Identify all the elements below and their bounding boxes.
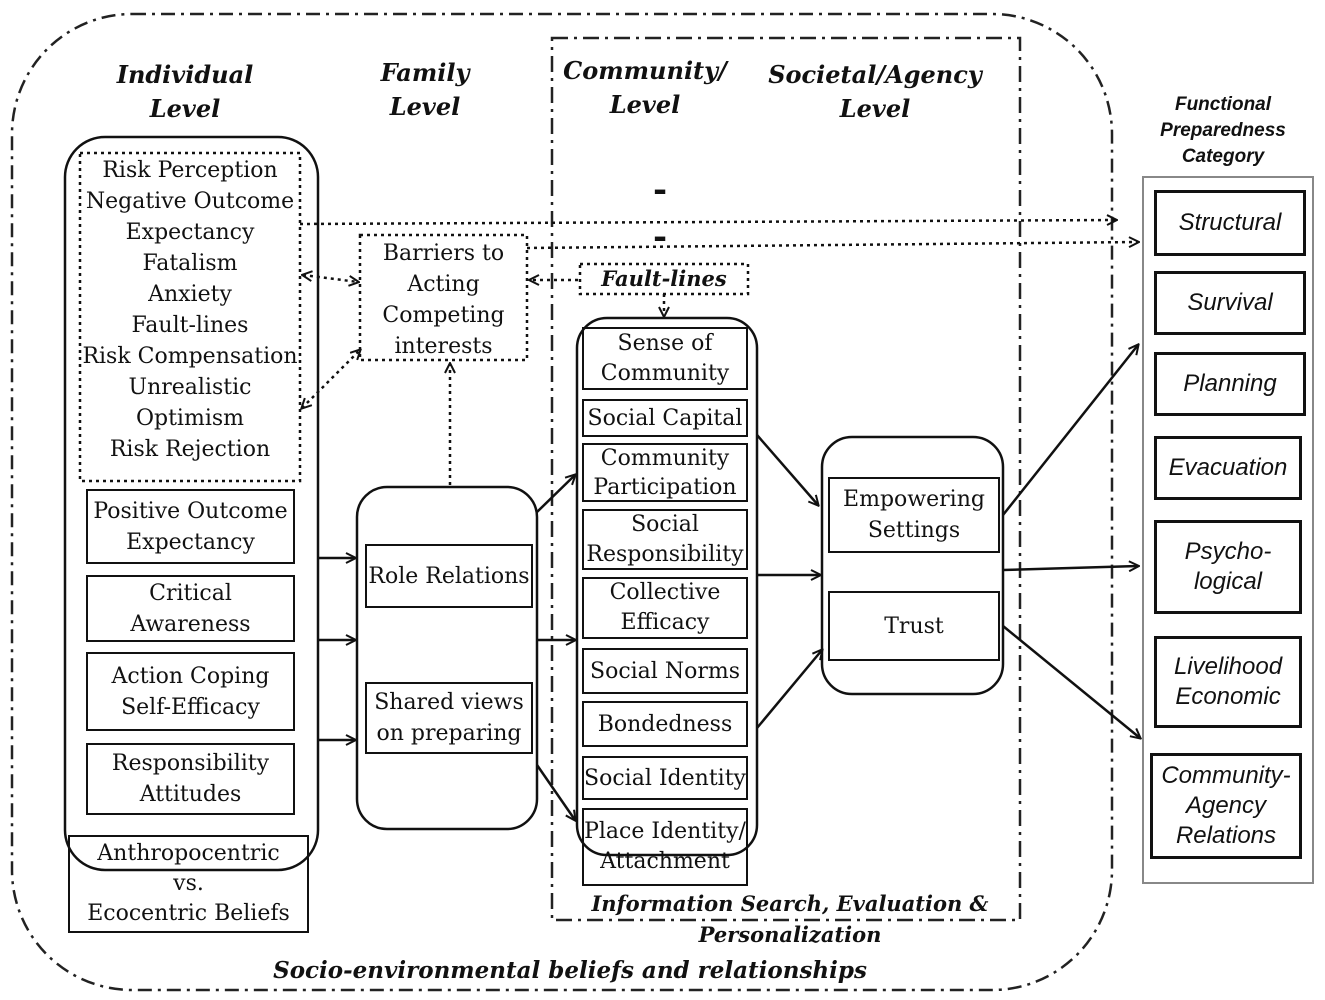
arrow-negative-to-structural [299,220,1116,224]
social-identity-box: Social Identity [582,756,748,800]
structural-box: Structural [1154,190,1306,256]
psychological-box: Psycho-logical [1154,520,1302,614]
socio-environmental-label: Socio-environmental beliefs and relation… [273,957,867,984]
place-identity-box: Place Identity/Attachment [582,808,748,886]
individual-item: Risk Rejection [109,437,271,462]
individual-item: Fault-lines [131,313,249,338]
trust-box: Trust [828,591,1000,661]
individual-dotted-list: Risk Perception Negative Outcome Expecta… [78,155,302,465]
individual-item: Risk Compensation [82,344,298,369]
functional-category-container [1142,176,1314,884]
survival-box: Survival [1154,271,1306,335]
arrow-societal-to-community-agency [1002,625,1140,738]
arrow-individual-barriers-lower [302,350,360,408]
individual-item: Unrealistic [128,375,252,400]
individual-item: Anxiety [148,282,232,307]
arrow-individual-barriers [303,275,358,282]
minus-sign-2: - [652,217,668,257]
evacuation-box: Evacuation [1154,436,1302,500]
arrow-family-to-community-1 [536,475,575,513]
planning-box: Planning [1154,352,1306,416]
role-relations-box: Role Relations [365,544,533,608]
minus-sign-1: - [652,170,668,210]
arrow-barriers-to-survival [526,242,1138,250]
information-search-label: Information Search, Evaluation &Personal… [591,891,989,947]
arrow-societal-to-planning [1002,345,1138,516]
individual-item: Expectancy [125,220,255,245]
individual-level-container [63,135,320,872]
community-level-header: Community/Level [563,56,727,119]
family-level-container [355,485,539,831]
individual-item: Risk Perception [102,158,278,183]
community-societal-boundary [550,36,1022,922]
social-norms-box: Social Norms [582,648,748,694]
arrow-societal-to-psychological [1002,566,1138,570]
social-capital-box: Social Capital [582,399,748,437]
individual-item: Optimism [135,406,245,431]
individual-dotted-box [78,151,302,483]
bondedness-box: Bondedness [582,701,748,747]
societal-level-container [820,435,1005,696]
arrow-community-to-societal-3 [756,650,822,729]
arrow-family-to-community-3 [535,764,575,820]
community-level-container [575,316,759,857]
individual-item: Negative Outcome [85,189,295,214]
fault-lines-label: Fault-lines [601,266,727,291]
individual-item: Fatalism [142,251,238,276]
arrow-community-to-societal-1 [756,434,818,505]
